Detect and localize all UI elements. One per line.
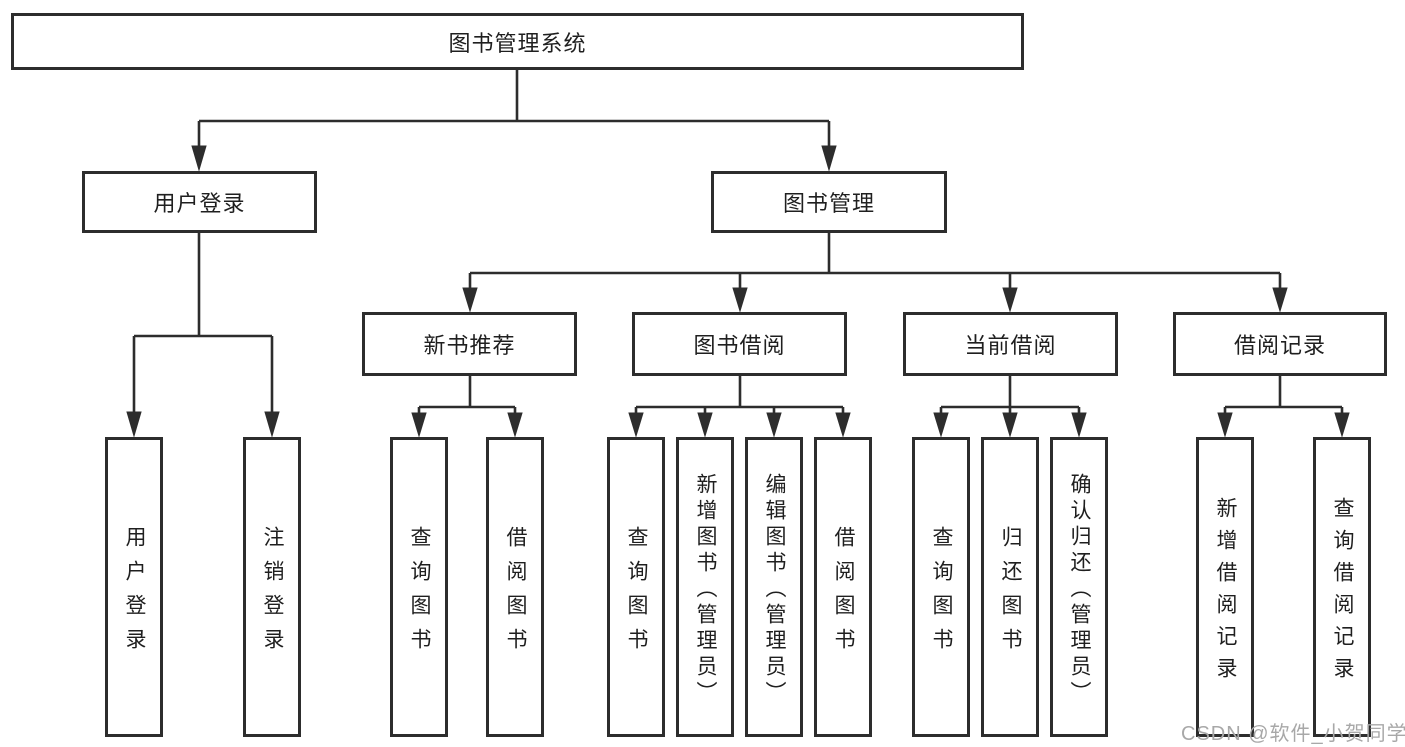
node-borrowing-records: 借阅记录: [1173, 312, 1387, 376]
node-user-login: 用户登录: [82, 171, 317, 233]
node-leaf-add-books-admin: 新增图书（管理员）: [676, 437, 734, 737]
connector-borrow-records-to-leaves: [1217, 376, 1350, 438]
csdn-watermark: CSDN @软件_小贺同学: [1181, 723, 1405, 745]
node-library-management-system: 图书管理系统: [11, 13, 1024, 70]
node-current-borrowing: 当前借阅: [903, 312, 1118, 376]
node-new-book-recommendation: 新书推荐: [362, 312, 577, 376]
node-leaf-confirm-return-admin: 确认归还（管理员）: [1050, 437, 1108, 737]
node-leaf-borrow-books-recommend: 借阅图书: [486, 437, 544, 737]
connector-root-to-level2: [191, 69, 837, 172]
connector-new-book-rec-to-leaves: [411, 376, 523, 438]
connector-book-mgmt-to-level3: [462, 233, 1288, 313]
node-leaf-add-borrow-record: 新增借阅记录: [1196, 437, 1254, 737]
node-leaf-query-books-current: 查询图书: [912, 437, 970, 737]
node-book-borrowing: 图书借阅: [632, 312, 847, 376]
connector-book-borrow-to-leaves: [628, 376, 851, 438]
node-leaf-query-books-recommend: 查询图书: [390, 437, 448, 737]
connector-user-login-to-leaves: [126, 233, 280, 438]
node-leaf-logout: 注销登录: [243, 437, 301, 737]
node-leaf-query-borrow-record: 查询借阅记录: [1313, 437, 1371, 737]
connector-current-borrow-to-leaves: [933, 376, 1087, 438]
node-book-management: 图书管理: [711, 171, 947, 233]
node-leaf-edit-books-admin: 编辑图书（管理员）: [745, 437, 803, 737]
node-leaf-borrow-books: 借阅图书: [814, 437, 872, 737]
node-leaf-user-login: 用户登录: [105, 437, 163, 737]
node-leaf-return-books: 归还图书: [981, 437, 1039, 737]
node-leaf-query-books-borrow: 查询图书: [607, 437, 665, 737]
